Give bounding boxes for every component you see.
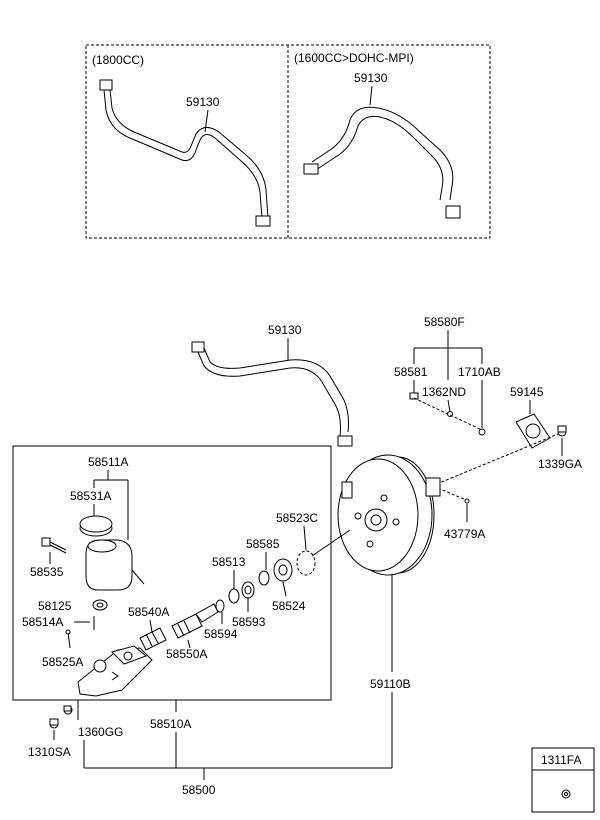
label-58535: 58535 xyxy=(30,565,64,579)
leader xyxy=(204,109,209,133)
nut-1311FA xyxy=(561,789,571,799)
plate-hole xyxy=(278,564,288,576)
part-box-1311FA xyxy=(531,747,595,813)
pin-head xyxy=(65,629,71,635)
variant-left-label: (1800CC) xyxy=(92,53,144,67)
leader xyxy=(303,525,307,551)
label-1360GG: 1360GG xyxy=(78,725,123,739)
vacuum-hose-dohc xyxy=(303,106,461,219)
label-58510A: 58510A xyxy=(150,717,191,731)
label-58513: 58513 xyxy=(212,555,246,569)
leader xyxy=(311,529,351,557)
bolt-58535 xyxy=(41,537,67,554)
label-58125: 58125 xyxy=(38,599,72,613)
label-1339GA: 1339GA xyxy=(538,457,582,471)
vacuum-hose-1800cc xyxy=(99,79,271,227)
leader xyxy=(282,581,287,597)
pin-43779A xyxy=(464,498,470,504)
piston-58540A xyxy=(139,627,167,651)
nut-1339GA xyxy=(557,425,567,437)
label-58523C: 58523C xyxy=(276,511,318,525)
variant-left-part: 59130 xyxy=(186,95,220,109)
bolt-58581 xyxy=(409,392,419,400)
label-43779A: 43779A xyxy=(444,527,485,541)
master-cylinder-box xyxy=(12,445,332,701)
variant-right-label: (1600CC>DOHC-MPI) xyxy=(294,51,414,65)
variant-right-part: 59130 xyxy=(354,71,388,85)
label-58550A: 58550A xyxy=(166,647,207,661)
label-59110B: 59110B xyxy=(370,677,410,691)
label-1310SA: 1310SA xyxy=(28,745,71,759)
label-58511A: 58511A xyxy=(88,455,128,469)
label-58580F: 58580F xyxy=(424,315,465,329)
bracket-line xyxy=(413,397,483,431)
label-58514A: 58514A xyxy=(22,615,63,629)
grommet-hole xyxy=(96,602,104,608)
leader xyxy=(149,619,153,633)
leader xyxy=(437,487,467,501)
reservoir-58511A xyxy=(85,539,145,591)
leader xyxy=(187,639,191,649)
seal-58594 xyxy=(215,599,225,613)
label-58540A: 58540A xyxy=(128,605,169,619)
label-58500: 58500 xyxy=(182,783,216,797)
label-58585: 58585 xyxy=(246,537,280,551)
label-58593: 58593 xyxy=(232,615,266,629)
pin-58525A xyxy=(67,631,71,649)
label-58531A: 58531A xyxy=(70,489,111,503)
vacuum-hose-main xyxy=(191,341,353,447)
stud-line xyxy=(431,433,559,487)
seal-58585 xyxy=(258,570,270,586)
label-1311FA: 1311FA xyxy=(541,753,581,767)
label-1362ND: 1362ND xyxy=(422,385,466,399)
label-59130-main: 59130 xyxy=(268,323,302,337)
o-ring-58523C xyxy=(296,550,316,576)
label-58524: 58524 xyxy=(272,599,306,613)
brake-booster-59110B xyxy=(337,454,441,576)
label-58525A: 58525A xyxy=(42,655,83,669)
label-1710AB: 1710AB xyxy=(458,365,501,379)
piston-58550A xyxy=(171,603,219,639)
seal-hole xyxy=(244,585,252,595)
label-59145: 59145 xyxy=(510,385,544,399)
master-cylinder-body xyxy=(77,645,153,697)
reservoir-cap-58531A xyxy=(79,515,113,537)
leader xyxy=(369,85,373,106)
clip-1710AB xyxy=(478,428,486,436)
label-58594: 58594 xyxy=(204,627,238,641)
nut-1310SA xyxy=(49,718,59,729)
seal-58513 xyxy=(228,588,240,604)
leader xyxy=(447,399,451,413)
gasket-59145 xyxy=(515,413,551,449)
nut-1360GG xyxy=(63,705,73,715)
label-58581: 58581 xyxy=(394,365,428,379)
